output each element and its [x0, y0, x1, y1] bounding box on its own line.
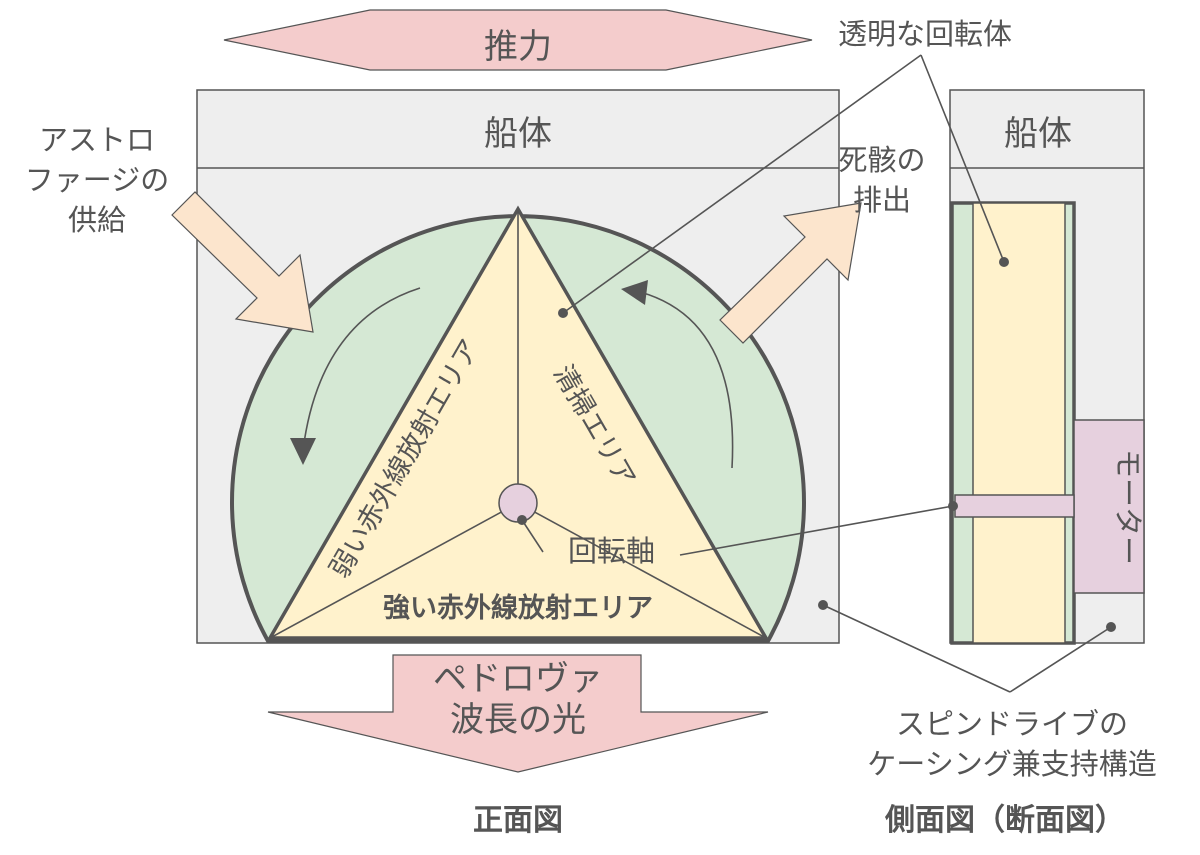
axis-leader-side — [679, 505, 954, 556]
thrust-label: 推力 — [484, 27, 552, 67]
supply-label-2: ファージの — [25, 163, 169, 197]
casing-leader-front — [822, 604, 1011, 693]
supply-arrow — [171, 191, 314, 333]
rotor-transparent-layer — [972, 202, 1066, 644]
rotation-arrowhead-right — [621, 280, 648, 305]
light-label-2: 波長の光 — [450, 700, 586, 740]
rotation-arrowhead-left — [290, 438, 316, 465]
supply-label-1: アストロ — [39, 123, 155, 157]
rotor-label: 透明な回転体 — [838, 17, 1012, 51]
side-view-caption: 側面図（断面図） — [884, 803, 1125, 838]
front-view: 推力 船体 回転軸 弱い赤外線放射エリア 清掃エリア 強い赤外線放射エリア アス… — [25, 9, 926, 838]
casing-label-2: ケーシング兼支持構造 — [867, 747, 1156, 781]
supply-label-3: 供給 — [68, 203, 126, 237]
divider-left — [269, 502, 519, 639]
axis-leader — [521, 519, 544, 553]
axis-label: 回転軸 — [568, 534, 655, 568]
rotation-axis-circle — [498, 483, 538, 523]
exhaust-label-2: 排出 — [853, 183, 911, 217]
rotation-curve-right — [639, 291, 734, 469]
rotor-leader-side — [920, 54, 1005, 263]
casing-label-1: スピンドライブの — [896, 707, 1128, 741]
strong-area-label: 強い赤外線放射エリア — [383, 592, 653, 624]
rotor-leader-front — [562, 54, 922, 314]
motor-label: モーター — [1111, 449, 1145, 565]
side-view: 船体 モーター 側面図（断面図） — [884, 89, 1145, 838]
exhaust-arrow — [719, 202, 862, 344]
motor-box — [1073, 419, 1145, 594]
rotor-dot-front — [558, 308, 568, 318]
side-hull-label: 船体 — [1004, 114, 1072, 154]
front-hull-label: 船体 — [484, 114, 552, 154]
exhaust-label-1: 死骸の — [838, 143, 925, 177]
light-label-1: ペドロヴァ — [433, 659, 603, 699]
front-view-caption: 正面図 — [473, 803, 563, 838]
divider-right — [517, 502, 767, 639]
light-arrow — [267, 654, 769, 773]
rotation-curve-left — [302, 287, 421, 451]
leader-lines: 透明な回転体 スピンドライブの ケーシング兼支持構造 — [558, 17, 1157, 781]
casing-leader-side — [1009, 626, 1112, 693]
thrust-arrow-shape — [223, 9, 813, 71]
shaft — [954, 494, 1075, 518]
